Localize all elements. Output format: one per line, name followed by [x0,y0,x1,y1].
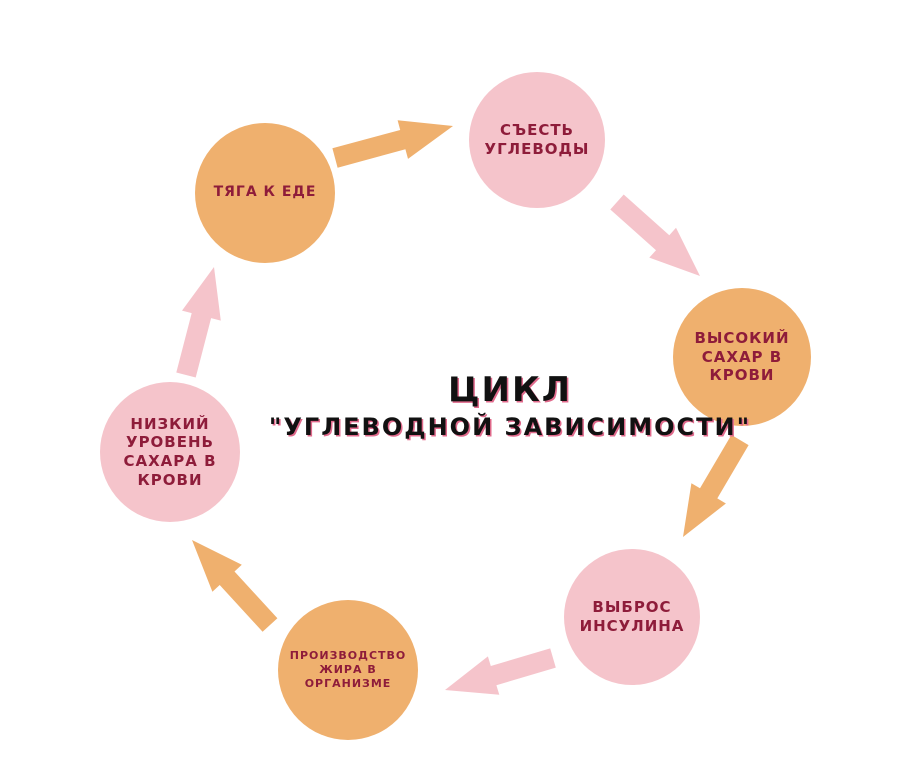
diagram-title: ЦИКЛ "УГЛЕВОДНОЙ ЗАВИСИМОСТИ" [180,370,840,444]
node-label: ТЯГА К ЕДЕ [213,184,317,201]
arrow-high-sugar-to-insulin [683,434,749,537]
node-craving: ТЯГА К ЕДЕ [195,123,335,263]
node-low-sugar: НИЗКИЙ УРОВЕНЬ САХАРА В КРОВИ [100,382,240,522]
arrow-craving-to-eat-carbs [332,120,453,168]
node-fat-production: ПРОИЗВОДСТВО ЖИРА В ОРГАНИЗМЕ [278,600,418,740]
node-label: ВЫБРОС ИНСУЛИНА [579,598,685,635]
arrow-insulin-to-fat-production [445,648,556,695]
node-eat-carbs: СЪЕСТЬ УГЛЕВОДЫ [469,72,605,208]
arrow-fat-production-to-low-sugar [192,540,278,632]
node-high-sugar: ВЫСОКИЙ САХАР В КРОВИ [673,288,811,426]
node-label: ПРОИЗВОДСТВО ЖИРА В ОРГАНИЗМЕ [289,649,407,690]
node-label: СЪЕСТЬ УГЛЕВОДЫ [484,121,590,158]
node-insulin: ВЫБРОС ИНСУЛИНА [564,549,700,685]
title-line-1: ЦИКЛ [447,370,573,410]
arrow-eat-carbs-to-high-sugar [610,194,700,276]
node-label: ВЫСОКИЙ САХАР В КРОВИ [694,328,790,385]
node-label: НИЗКИЙ УРОВЕНЬ САХАРА В КРОВИ [123,414,217,489]
title-line-2: "УГЛЕВОДНОЙ ЗАВИСИМОСТИ" [268,413,752,441]
arrow-low-sugar-to-craving [176,267,221,378]
